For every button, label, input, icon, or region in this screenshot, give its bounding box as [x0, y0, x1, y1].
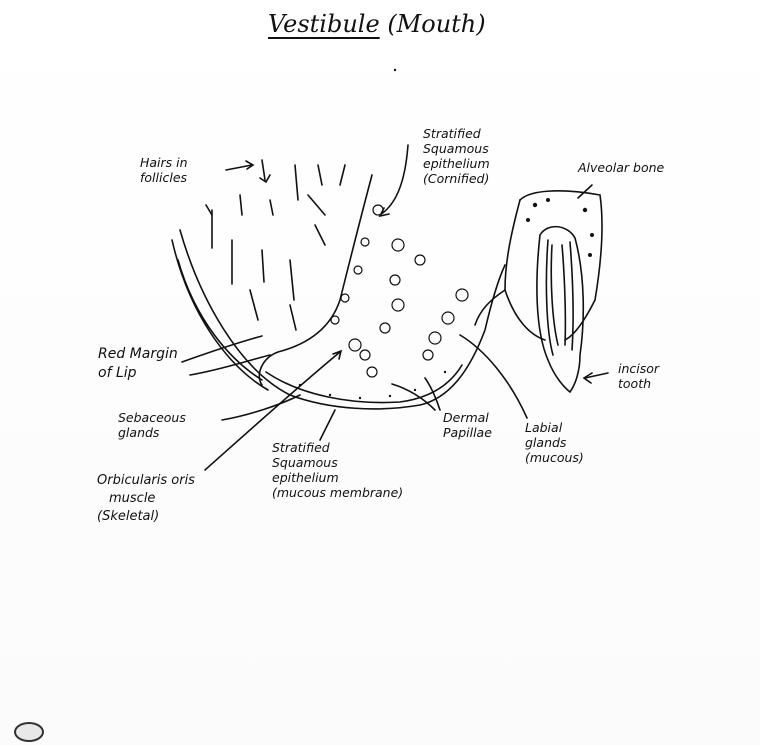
label-orbicularis: Orbicularis oris muscle (Skeletal): [97, 472, 195, 526]
binder-hole: [14, 722, 44, 742]
lip-outline: [180, 230, 505, 409]
label-line: Papillae: [443, 425, 492, 440]
label-line: Labial: [525, 420, 584, 435]
epithelium-line: [259, 175, 372, 385]
label-line: Orbicularis oris: [97, 472, 195, 490]
label-sebaceous: Sebaceous glands: [118, 410, 186, 440]
label-red-margin: Red Margin of Lip: [98, 345, 178, 383]
label-line: of Lip: [98, 364, 178, 383]
label-line: (mucous): [525, 450, 584, 465]
label-line: Hairs in: [140, 155, 188, 170]
label-labial-glands: Labial glands (mucous): [525, 420, 584, 465]
label-alveolar-bone: Alveolar bone: [578, 160, 664, 175]
label-ssq-keratinized: Stratified Squamous epithelium (Cornifie…: [423, 126, 490, 186]
label-line: tooth: [618, 376, 659, 391]
label-incisor: incisor tooth: [618, 361, 659, 391]
label-line: Stratified: [423, 126, 490, 141]
label-hairs: Hairs in follicles: [140, 155, 188, 185]
label-line: incisor: [618, 361, 659, 376]
label-line: Squamous: [423, 141, 490, 156]
label-line: muscle: [97, 490, 195, 508]
label-line: Sebaceous: [118, 410, 186, 425]
label-line: Dermal: [443, 410, 492, 425]
label-line: Red Margin: [98, 345, 178, 364]
label-line: epithelium: [423, 156, 490, 171]
label-dermal-papillae: Dermal Papillae: [443, 410, 492, 440]
alveolar-bone: [520, 191, 602, 340]
incisor-tooth: [537, 227, 583, 392]
label-line: epithelium: [272, 470, 403, 485]
label-line: Stratified: [272, 440, 403, 455]
label-ssq-mucous: Stratified Squamous epithelium (mucous m…: [272, 440, 403, 500]
label-line: glands: [118, 425, 186, 440]
label-line: glands: [525, 435, 584, 450]
label-line: (Cornified): [423, 171, 490, 186]
label-line: (mucous membrane): [272, 485, 403, 500]
label-line: (Skeletal): [97, 508, 195, 526]
label-line: Squamous: [272, 455, 403, 470]
label-line: follicles: [140, 170, 188, 185]
